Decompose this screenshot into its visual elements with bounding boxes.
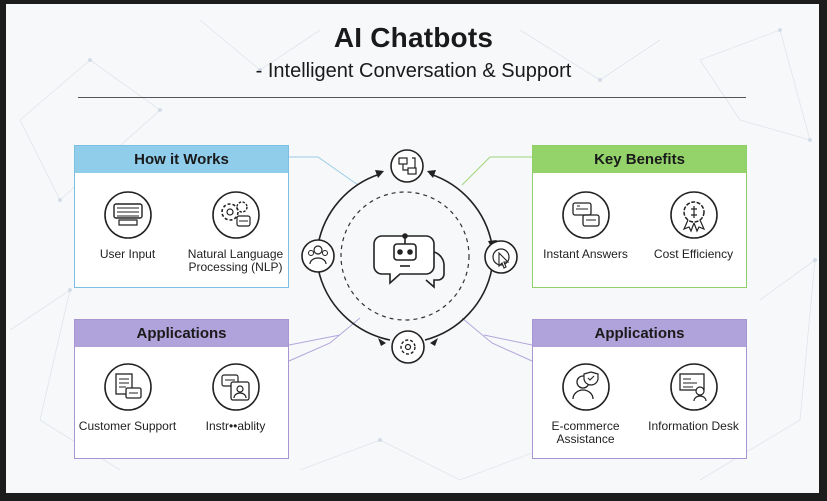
- chatbot-robot-icon: [373, 233, 445, 289]
- document-card-icon: [103, 363, 152, 411]
- item-instant-answers: Instant Answers: [533, 190, 638, 261]
- connector-applications-right: [461, 317, 533, 362]
- connector-key-benefits: [461, 156, 532, 186]
- keyboard-icon: [103, 191, 152, 239]
- profile-chat-icon: [211, 363, 260, 411]
- item-label: E-commerce Assistance: [551, 419, 620, 446]
- page-title: AI Chatbots: [333, 22, 494, 53]
- inner-dashed-ring: [340, 191, 470, 321]
- title-divider: [78, 97, 746, 98]
- cost-badge-icon: [669, 191, 718, 239]
- item-nlp: Natural Language Processing (NLP): [183, 190, 288, 274]
- gears-nlp-icon: [211, 191, 260, 239]
- instant-answers-icon: [561, 191, 610, 239]
- shopper-icon: [561, 363, 610, 411]
- panel-how-it-works: How it Works User Input Natural Language…: [74, 145, 289, 288]
- item-label: Information Desk: [648, 419, 739, 433]
- item-label: Instr••ablity: [205, 419, 266, 433]
- page-subtitle: - Intelligent Conversation & Support: [255, 60, 572, 82]
- item-label: Cost Efficiency: [653, 247, 734, 261]
- item-customer-support: Customer Support: [75, 362, 180, 433]
- pointer-click-icon: [484, 240, 518, 274]
- settings-cycle-icon: [391, 330, 425, 364]
- connector-applications-left: [288, 317, 361, 362]
- item-label: Natural Language Processing (NLP): [187, 247, 284, 274]
- panel-title: Applications: [533, 320, 746, 347]
- team-icon: [301, 239, 335, 273]
- item-instrablity: Instr••ablity: [183, 362, 288, 433]
- panel-key-benefits: Key Benefits Instant Answers Cost Effici…: [532, 145, 747, 288]
- item-label: User Input: [99, 247, 156, 261]
- connector-how-it-works: [289, 156, 359, 186]
- panel-title: Applications: [75, 320, 288, 347]
- item-user-input: User Input: [75, 190, 180, 261]
- panel-applications-left: Applications Customer Support Instr••abl…: [74, 319, 289, 459]
- item-cost-efficiency: Cost Efficiency: [641, 190, 746, 261]
- item-ecommerce-assistance: E-commerce Assistance: [533, 362, 638, 446]
- cycle-ring: [317, 173, 493, 341]
- flowchart-icon: [390, 149, 424, 183]
- panel-applications-right: Applications E-commerce Assistance Infor…: [532, 319, 747, 459]
- item-label: Customer Support: [78, 419, 177, 433]
- item-label: Instant Answers: [543, 247, 628, 261]
- panel-title: How it Works: [75, 146, 288, 173]
- item-information-desk: Information Desk: [641, 362, 746, 433]
- panel-title: Key Benefits: [533, 146, 746, 173]
- info-desk-icon: [669, 363, 718, 411]
